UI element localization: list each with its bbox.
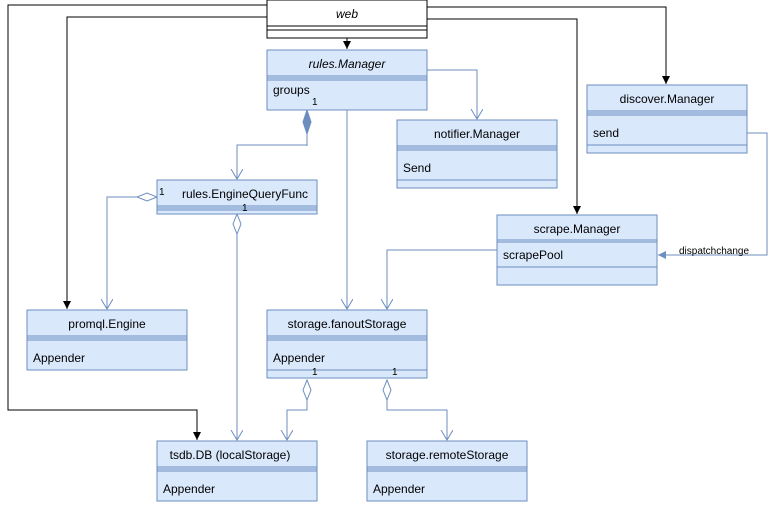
class-notifier-manager[interactable]: notifier.Manager Send xyxy=(396,119,558,189)
edge-discover-to-scrape xyxy=(658,132,768,259)
class-rules-manager[interactable]: rules.Manager groups xyxy=(266,49,428,111)
edge-rules-manager-to-notifier xyxy=(427,69,477,119)
mult-enginequeryfunc-bottom: 1 xyxy=(242,203,248,214)
edge-web-to-discover-manager xyxy=(427,6,670,84)
class-notifier-manager-attr: Send xyxy=(403,161,431,175)
class-discover-manager-name: discover.Manager xyxy=(620,92,715,106)
composition-diamond-rules-manager xyxy=(302,108,312,136)
class-scrape-manager-name: scrape.Manager xyxy=(534,222,621,236)
edge-web-to-tsdb-db xyxy=(7,4,267,440)
web-edges xyxy=(7,4,670,440)
class-tsdb-db-name: tsdb.DB (localStorage) xyxy=(170,448,291,462)
aggregation-diamond-fanout-left xyxy=(302,378,312,402)
edge-rules-manager-to-enginequeryfunc xyxy=(237,144,308,179)
class-web[interactable]: web xyxy=(266,0,428,39)
class-storage-fanoutstorage[interactable]: storage.fanoutStorage Appender xyxy=(266,309,428,379)
class-rules-enginequeryfunc-name: rules.EngineQueryFunc xyxy=(182,187,308,201)
class-promql-engine-name: promql.Engine xyxy=(68,317,146,331)
class-notifier-manager-name: notifier.Manager xyxy=(434,127,520,141)
edge-fanout-to-remote xyxy=(386,400,447,440)
class-tsdb-db[interactable]: tsdb.DB (localStorage) Appender xyxy=(156,440,318,502)
aggregation-diamond-fanout-right xyxy=(382,378,392,402)
mult-enginequeryfunc-left: 1 xyxy=(159,187,165,198)
class-rules-manager-name: rules.Manager xyxy=(309,57,387,71)
edge-fanout-to-tsdb xyxy=(287,400,308,440)
edge-scrape-to-fanout xyxy=(387,249,497,309)
class-rules-manager-attr: groups xyxy=(273,83,310,97)
class-storage-remotestorage[interactable]: storage.remoteStorage Appender xyxy=(366,440,528,502)
class-web-name: web xyxy=(336,7,358,21)
class-discover-manager-attr: send xyxy=(593,126,619,140)
class-scrape-manager-attr: scrapePool xyxy=(503,248,563,262)
edge-enginequeryfunc-to-promql xyxy=(107,196,137,309)
class-storage-remotestorage-name: storage.remoteStorage xyxy=(386,448,509,462)
aggregation-diamond-enginequeryfunc-bottom xyxy=(232,212,242,236)
edge-label-dispatchchange: dispatchchange xyxy=(679,246,749,257)
class-promql-engine-attr: Appender xyxy=(33,351,85,365)
edge-web-to-scrape-manager xyxy=(427,18,581,214)
class-discover-manager[interactable]: discover.Manager send xyxy=(586,84,748,154)
mult-fanout-right: 1 xyxy=(392,367,398,378)
class-storage-fanoutstorage-name: storage.fanoutStorage xyxy=(288,317,407,331)
aggregation-diamond-enginequeryfunc-left xyxy=(135,192,159,202)
edge-web-to-promql-engine xyxy=(63,16,267,309)
class-rules-enginequeryfunc[interactable]: rules.EngineQueryFunc xyxy=(156,179,318,215)
class-scrape-manager[interactable]: scrape.Manager scrapePool xyxy=(496,214,658,286)
class-storage-fanoutstorage-attr: Appender xyxy=(273,351,325,365)
mult-fanout-left: 1 xyxy=(312,367,318,378)
blue-edges xyxy=(107,69,768,440)
mult-rules-manager-groups: 1 xyxy=(312,97,318,108)
class-storage-remotestorage-attr: Appender xyxy=(373,482,425,496)
class-promql-engine[interactable]: promql.Engine Appender xyxy=(26,309,188,371)
class-tsdb-db-attr: Appender xyxy=(163,482,215,496)
